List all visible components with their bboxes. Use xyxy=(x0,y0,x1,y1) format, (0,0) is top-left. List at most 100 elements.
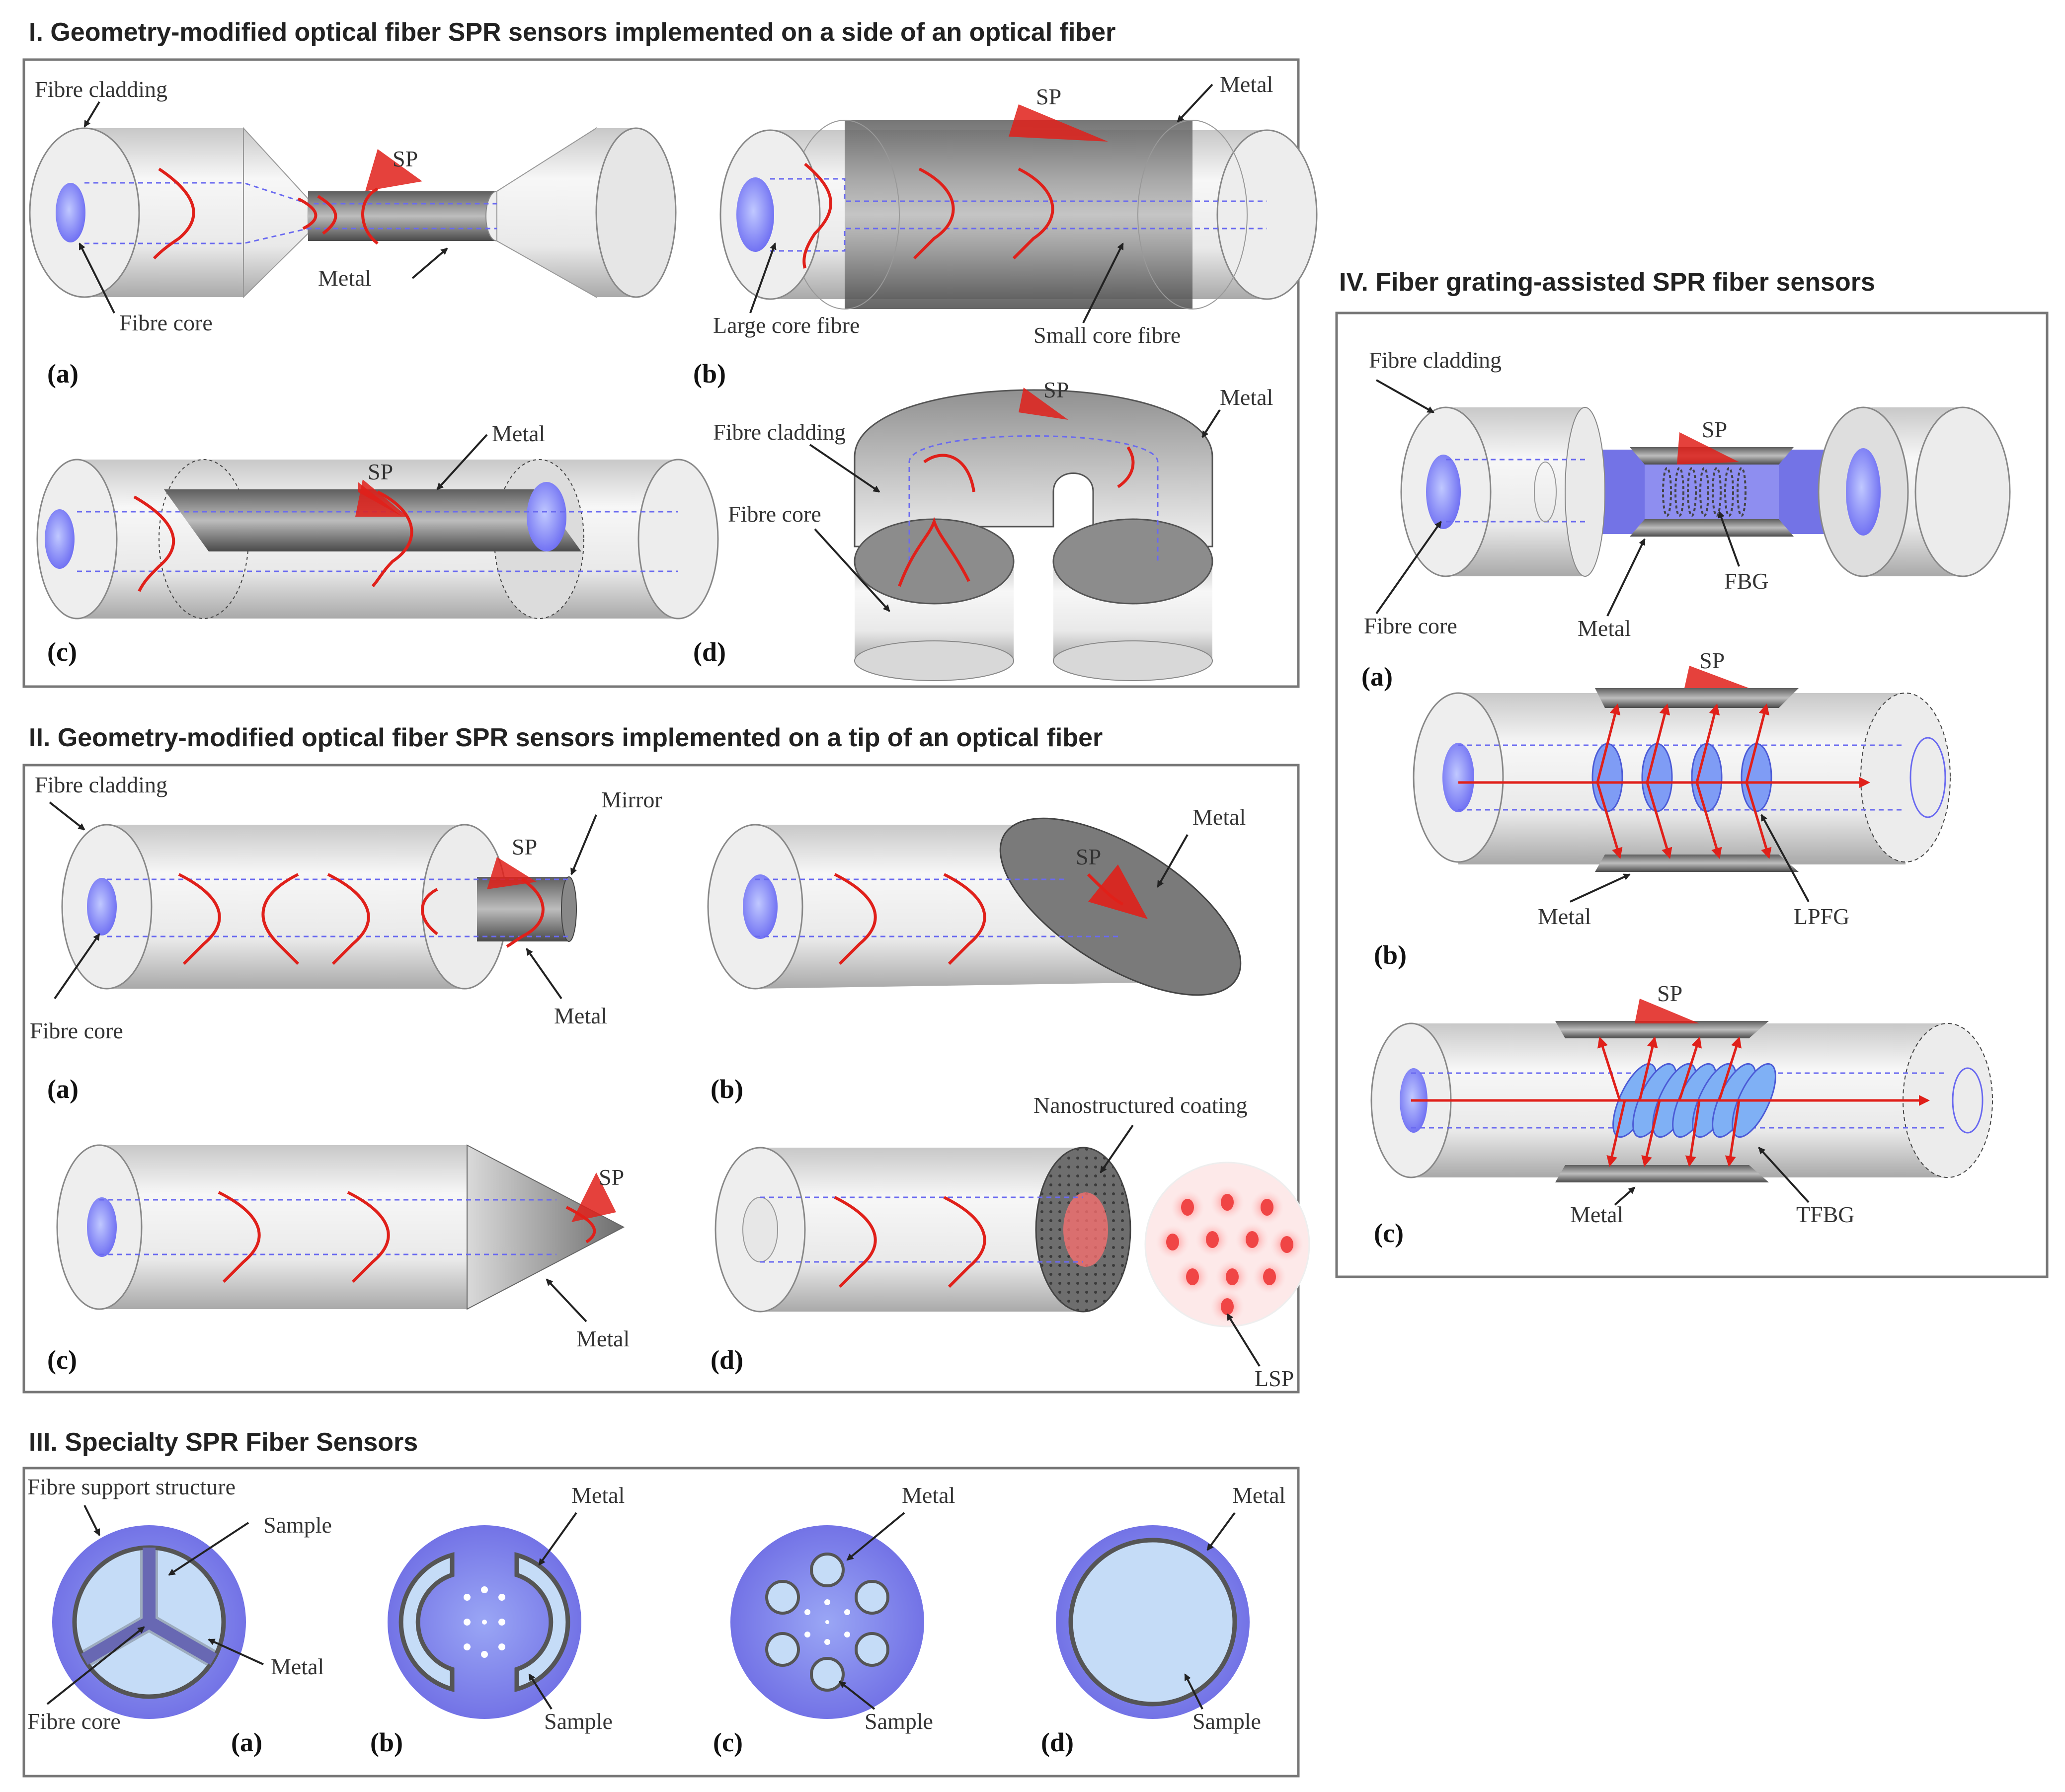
label-fbg: FBG xyxy=(1724,568,1768,594)
sample-region xyxy=(1068,1538,1237,1707)
panel-2d: Nanostructured coating LSP (d) xyxy=(711,1092,1310,1391)
metal-segment xyxy=(308,191,497,241)
panel-4c: SP Metal TFBG (c) xyxy=(1370,981,1993,1248)
panel-tag-3c: (c) xyxy=(713,1727,743,1757)
label-metal: Metal xyxy=(492,421,545,446)
label-tfbg: TFBG xyxy=(1796,1202,1855,1227)
label-sp: SP xyxy=(1036,84,1061,109)
fbg-grating xyxy=(1662,467,1747,517)
section-3-title: III. Specialty SPR Fiber Sensors xyxy=(29,1428,418,1457)
label-fibre-cladding: Fibre cladding xyxy=(35,77,167,102)
section-2-title: II. Geometry-modified optical fiber SPR … xyxy=(29,723,1103,752)
small-core-fibre xyxy=(845,120,1192,309)
metal-top xyxy=(1555,1021,1769,1038)
label-sp: SP xyxy=(1699,648,1725,673)
label-sp: SP xyxy=(1702,417,1727,442)
label-sample: Sample xyxy=(865,1709,933,1734)
label-fibre-cladding: Fibre cladding xyxy=(713,419,846,445)
label-sp: SP xyxy=(599,1165,624,1190)
label-fibre-core: Fibre core xyxy=(1364,613,1457,638)
panel-tag-2c: (c) xyxy=(47,1345,77,1375)
panel-3c: Metal Sample (c) xyxy=(713,1482,955,1757)
panel-tag-3d: (d) xyxy=(1041,1727,1074,1757)
label-sample: Sample xyxy=(544,1709,613,1734)
label-metal: Metal xyxy=(318,265,371,291)
panel-3d: Metal Sample (d) xyxy=(1041,1482,1285,1757)
label-metal: Metal xyxy=(271,1654,324,1679)
label-fibre-core: Fibre core xyxy=(27,1709,121,1734)
section-4-title: IV. Fiber grating-assisted SPR fiber sen… xyxy=(1339,268,1875,297)
metal-bottom xyxy=(1555,1165,1769,1182)
panel-tag-1c: (c) xyxy=(47,637,77,667)
label-sp: SP xyxy=(512,834,537,859)
sp-wave-icon xyxy=(1009,104,1108,142)
panel-4b: SP Metal LPFG (b) xyxy=(1374,648,1951,970)
label-fibre-cladding: Fibre cladding xyxy=(1369,347,1502,373)
label-fibre-core: Fibre core xyxy=(119,310,213,335)
label-fibre-support: Fibre support structure xyxy=(27,1474,236,1499)
sp-wave-icon xyxy=(1088,864,1148,919)
label-metal: Metal xyxy=(902,1482,955,1508)
panel-tag-4b: (b) xyxy=(1374,940,1407,970)
bent-metal-body xyxy=(854,389,1213,547)
label-metal: Metal xyxy=(1538,904,1591,929)
panel-1b: SP Metal Large core fibre Small core fib… xyxy=(693,72,1318,389)
panel-tag-2d: (d) xyxy=(711,1345,743,1375)
panel-tag-1a: (a) xyxy=(47,359,79,389)
label-mirror: Mirror xyxy=(601,787,662,812)
label-metal: Metal xyxy=(571,1482,625,1508)
sp-wave-icon xyxy=(355,479,407,517)
panel-1d: SP Metal Fibre cladding Fibre core (d) xyxy=(693,377,1273,681)
label-sample: Sample xyxy=(263,1512,332,1538)
label-lsp: LSP xyxy=(1255,1366,1294,1391)
panel-tag-2a: (a) xyxy=(47,1074,79,1104)
label-nanostructured-coating: Nanostructured coating xyxy=(1033,1092,1247,1118)
label-metal: Metal xyxy=(1220,385,1273,410)
label-sp: SP xyxy=(1657,981,1682,1006)
panel-3b: Metal Sample (b) xyxy=(370,1482,625,1757)
panel-4a: SP Fibre cladding Fibre core Metal FBG (… xyxy=(1361,347,2011,692)
panel-tag-4c: (c) xyxy=(1374,1218,1404,1248)
metal-top xyxy=(1595,688,1799,708)
label-metal: Metal xyxy=(1232,1482,1285,1508)
panel-tag-2b: (b) xyxy=(711,1074,743,1104)
label-sample: Sample xyxy=(1192,1709,1261,1734)
label-large-core: Large core fibre xyxy=(713,312,860,338)
metal-cone-tip xyxy=(467,1144,625,1310)
label-sp: SP xyxy=(368,459,393,484)
label-fibre-cladding: Fibre cladding xyxy=(35,772,167,797)
sp-wave-icon xyxy=(365,149,422,191)
panel-1a: Fibre cladding SP Metal Fibre core (a) xyxy=(29,77,677,389)
label-fibre-core: Fibre core xyxy=(30,1018,123,1043)
sp-wave-icon xyxy=(571,1172,616,1222)
sp-wave-icon xyxy=(1019,388,1068,420)
panel-2a: SP Fibre cladding Mirror Fibre core Meta… xyxy=(30,772,662,1104)
label-small-core: Small core fibre xyxy=(1033,322,1181,348)
label-sp: SP xyxy=(1076,844,1101,869)
label-metal: Metal xyxy=(1192,804,1246,830)
metal-flat xyxy=(164,489,581,551)
core-face xyxy=(56,183,85,242)
panel-3a: Fibre support structure Sample Metal Fib… xyxy=(27,1474,332,1757)
panel-2c: SP Metal (c) xyxy=(47,1144,630,1375)
label-metal: Metal xyxy=(1220,72,1273,97)
label-lpfg: LPFG xyxy=(1794,904,1849,929)
sp-wave-icon xyxy=(487,857,537,889)
panel-tag-3a: (a) xyxy=(231,1727,262,1757)
panel-tag-3b: (b) xyxy=(370,1727,403,1757)
label-fibre-core: Fibre core xyxy=(728,501,821,527)
panel-tag-1d: (d) xyxy=(693,637,726,667)
label-metal: Metal xyxy=(576,1326,630,1351)
sp-wave-icon xyxy=(1635,999,1699,1023)
label-sp: SP xyxy=(393,146,418,171)
panel-1c: SP Metal (c) xyxy=(36,421,719,667)
panel-tag-1b: (b) xyxy=(693,359,726,389)
metal-bottom xyxy=(1595,855,1799,872)
sp-wave-icon xyxy=(1677,432,1739,465)
mirror-end xyxy=(561,876,577,942)
label-metal: Metal xyxy=(554,1003,607,1028)
sp-wave-icon xyxy=(1684,666,1749,688)
section-1-title: I. Geometry-modified optical fiber SPR s… xyxy=(29,18,1115,47)
label-sp: SP xyxy=(1043,377,1069,402)
